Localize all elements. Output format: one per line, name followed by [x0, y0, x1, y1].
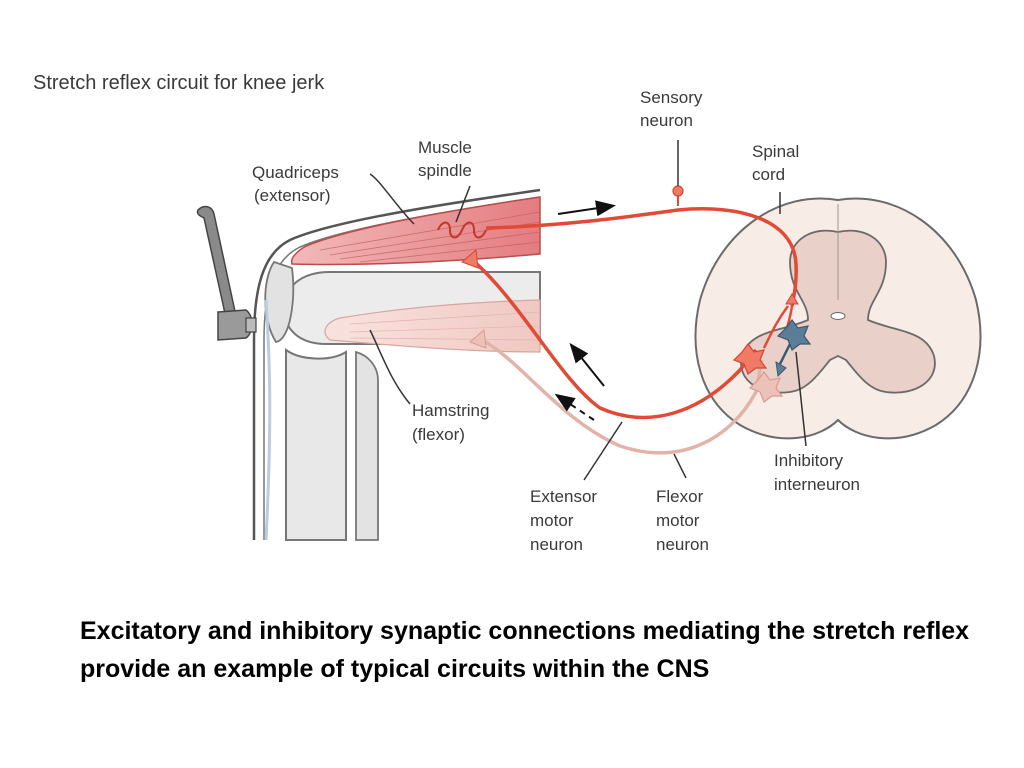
spinal-cord — [694, 197, 982, 440]
label-flexor-motor-1: Flexor — [656, 487, 704, 506]
inhibitory-terminal — [775, 361, 787, 378]
inhibitory-interneuron-body — [776, 319, 812, 351]
label-hamstring: Hamstring — [412, 401, 489, 420]
label-muscle: Muscle — [418, 138, 472, 157]
quadriceps-muscle — [290, 196, 541, 266]
label-sensory-neuron: neuron — [640, 111, 693, 130]
patella-bone — [264, 260, 295, 343]
extensor-motor-neuron-body — [732, 343, 768, 375]
hamstring-muscle — [324, 299, 541, 353]
label-flexor: (flexor) — [412, 425, 465, 444]
spinal-cord-gray-matter — [740, 229, 936, 394]
label-flexor-motor-3: neuron — [656, 535, 709, 554]
label-cord: cord — [752, 165, 785, 184]
fibula-bone — [355, 350, 379, 541]
flexor-arrow-dashed — [554, 393, 595, 421]
label-sensory: Sensory — [640, 88, 703, 107]
afferent-arrow — [557, 200, 616, 217]
label-inhibitory: Inhibitory — [774, 451, 843, 470]
reflex-diagram: Stretch reflex circuit for knee jerk — [33, 72, 982, 554]
slide-caption: Excitatory and inhibitory synaptic conne… — [80, 617, 970, 683]
label-flexor-motor-2: motor — [656, 511, 700, 530]
muscle-spindle-coil — [437, 221, 487, 239]
label-quadriceps: Quadriceps — [252, 163, 339, 182]
sensory-terminal — [785, 293, 799, 305]
label-extensor: (extensor) — [254, 186, 331, 205]
leg-illustration — [196, 188, 541, 541]
central-canal — [830, 312, 846, 320]
leader-lines — [369, 140, 807, 481]
label-interneuron: interneuron — [774, 475, 860, 494]
reflex-hammer — [196, 205, 257, 341]
sensory-neuron-cell-body — [672, 185, 684, 197]
flexor-motor-neuron-body — [748, 371, 784, 403]
figure-title: Stretch reflex circuit for knee jerk — [33, 72, 325, 94]
extensor-nmj — [461, 249, 479, 269]
efferent-arrow — [569, 342, 605, 387]
label-extensor-motor-1: Extensor — [530, 487, 597, 506]
flexor-nmj — [469, 329, 487, 349]
tibia-bone — [285, 348, 347, 541]
label-extensor-motor-2: motor — [530, 511, 574, 530]
label-spinal: Spinal — [752, 142, 799, 161]
sensory-neuron-pathway — [485, 207, 798, 307]
label-spindle: spindle — [418, 161, 472, 180]
label-extensor-motor-3: neuron — [530, 535, 583, 554]
